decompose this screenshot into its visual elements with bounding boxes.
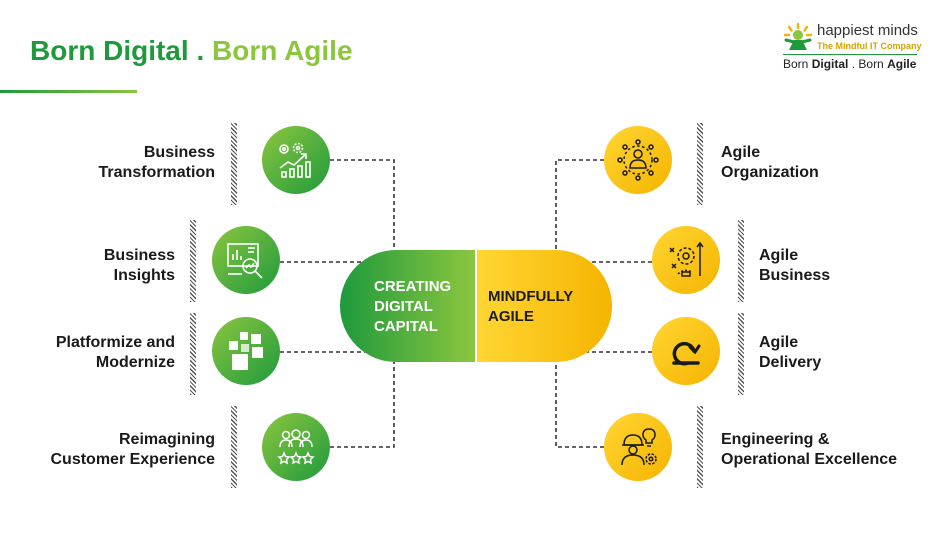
circle-business-insights	[212, 226, 280, 294]
analytics-magnifier-icon	[227, 243, 263, 279]
circle-customer-experience	[262, 413, 330, 481]
hatch-divider	[190, 313, 196, 395]
circle-agile-organization	[604, 126, 672, 194]
title-underline	[0, 90, 137, 93]
circle-business-transformation	[262, 126, 330, 194]
hatch-divider	[738, 313, 744, 395]
logo-slogan: Born Digital . Born Agile	[783, 57, 917, 71]
customers-rating-icon	[277, 429, 315, 465]
organization-network-icon	[617, 139, 659, 181]
logo-tagline: The Mindful IT Company	[817, 41, 922, 51]
label-engineering-excellence: Engineering &Operational Excellence	[721, 431, 898, 468]
company-logo: happiest minds The Mindful IT Company Bo…	[783, 20, 943, 72]
growth-chart-gears-icon	[279, 142, 311, 178]
title-born-digital: Born Digital .	[30, 35, 205, 66]
connector-business-transformation	[330, 159, 395, 250]
logo-divider	[783, 54, 917, 55]
circle-agile-business	[652, 226, 720, 294]
connector-customer-experience	[330, 362, 395, 448]
circle-platformize-modernize	[212, 317, 280, 385]
pill-creating-digital-capital	[340, 250, 475, 362]
connector-engineering-excellence	[555, 362, 604, 448]
iteration-loop-icon	[672, 341, 701, 366]
hatch-divider	[738, 220, 744, 302]
title-born-agile: Born Agile	[212, 35, 353, 66]
connector-agile-organization	[555, 159, 604, 250]
logo-name: happiest minds	[817, 22, 918, 39]
pill-mindfully-agile	[477, 250, 612, 362]
circle-agile-delivery	[652, 317, 720, 385]
page-title: Born Digital . Born Agile	[30, 35, 353, 67]
engineer-idea-icon	[621, 428, 657, 466]
hatch-divider	[231, 123, 237, 205]
circle-engineering-excellence	[604, 413, 672, 481]
blocks-icon	[229, 332, 263, 370]
hatch-divider	[231, 406, 237, 488]
strategy-gear-icon	[669, 241, 704, 277]
hatch-divider	[190, 220, 196, 302]
hatch-divider	[697, 123, 703, 205]
hatch-divider	[697, 406, 703, 488]
logo-person-icon	[783, 22, 813, 50]
